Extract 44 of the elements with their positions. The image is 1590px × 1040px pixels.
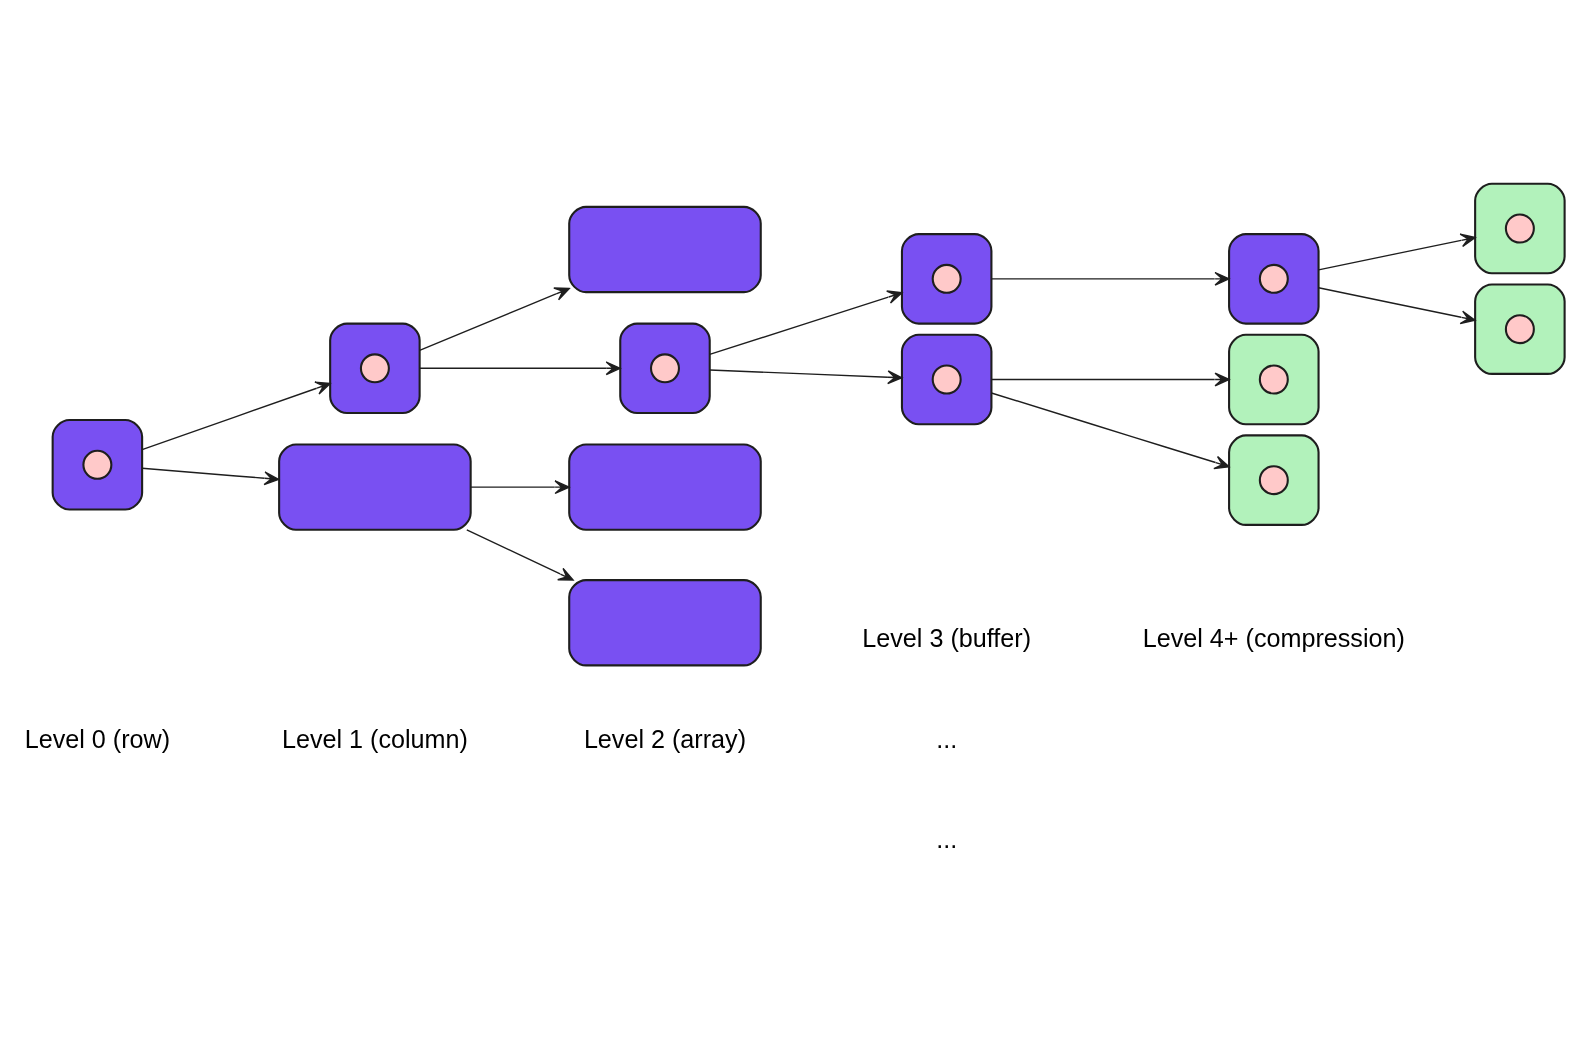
node-circle (931, 263, 962, 294)
node-box (568, 205, 762, 294)
node-circle (1504, 213, 1535, 244)
node-circle (1258, 364, 1289, 395)
cluster (329, 322, 421, 415)
arrow (141, 467, 280, 486)
label: Level 3 (buffer) (862, 624, 1032, 653)
arrow (709, 290, 903, 356)
node-circle (1504, 314, 1535, 345)
arrow (1317, 233, 1476, 271)
label: Level 2 (array) (583, 724, 747, 753)
arrow (141, 381, 331, 451)
cluster (1474, 283, 1566, 375)
label: ... (936, 724, 958, 753)
node-circle (1258, 465, 1289, 496)
arrow (1317, 287, 1476, 325)
label: Level 1 (column) (281, 724, 468, 753)
node-circle (649, 353, 680, 384)
node-circle (82, 449, 113, 480)
cluster (900, 233, 993, 325)
arrow (418, 287, 570, 352)
arrow (990, 372, 1230, 387)
cluster (619, 322, 711, 415)
cluster (1228, 434, 1320, 526)
arrow (990, 271, 1230, 286)
cluster (1474, 182, 1566, 275)
arrow (466, 529, 574, 581)
cluster (1228, 333, 1320, 426)
node-box (568, 443, 762, 531)
arrow (418, 361, 621, 376)
node-box (278, 443, 472, 531)
node-circle (1258, 263, 1289, 294)
node-box (568, 579, 762, 667)
arrow (709, 369, 903, 385)
cluster (1228, 233, 1320, 325)
label: Level 0 (row) (24, 724, 171, 753)
node-circle (931, 364, 962, 395)
arrow (470, 480, 570, 495)
label: ... (936, 825, 958, 854)
node-circle (359, 353, 390, 384)
cluster (900, 333, 993, 426)
arrow (990, 392, 1230, 470)
cluster (51, 419, 144, 511)
label: Level 4+ (compression) (1142, 624, 1405, 653)
